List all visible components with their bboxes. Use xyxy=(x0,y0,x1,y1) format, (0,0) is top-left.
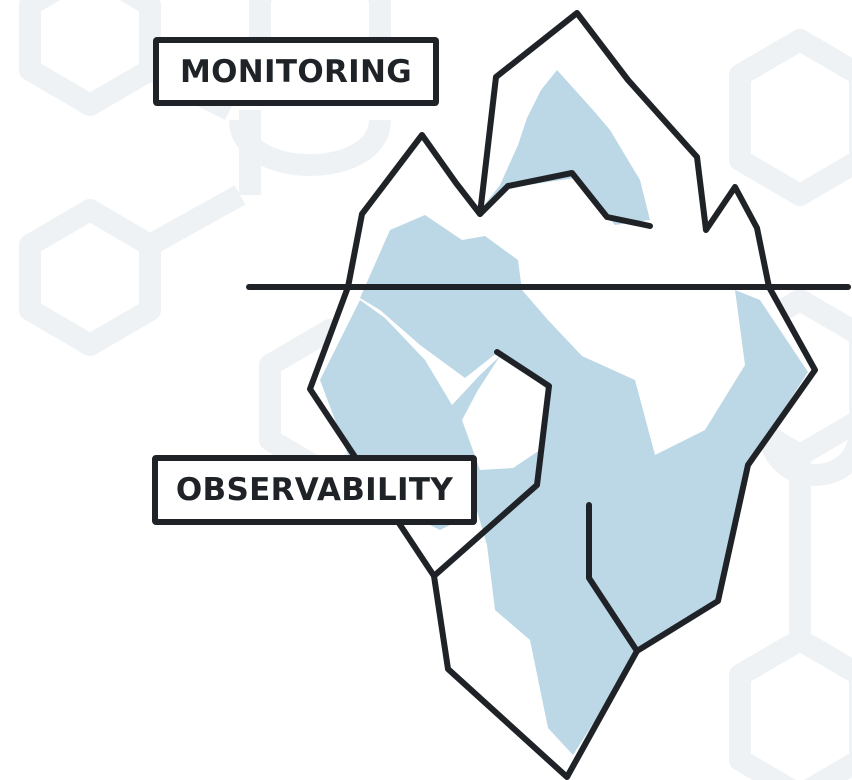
crack-line xyxy=(431,349,552,579)
hexagon xyxy=(19,199,161,356)
ice-shade xyxy=(482,70,650,225)
monitoring-label: MONITORING xyxy=(153,37,439,106)
crack-line xyxy=(477,170,653,229)
observability-label: OBSERVABILITY xyxy=(152,455,477,525)
hexagon-cylinder xyxy=(759,429,852,486)
hexagon xyxy=(729,29,852,206)
ice-shade xyxy=(360,215,808,755)
crack-line xyxy=(586,502,640,654)
hexagon-cylinder xyxy=(229,118,391,176)
hexagon xyxy=(19,0,161,116)
iceberg-outline xyxy=(307,10,818,780)
hexagon xyxy=(729,629,852,780)
ice-cracks xyxy=(431,170,653,654)
